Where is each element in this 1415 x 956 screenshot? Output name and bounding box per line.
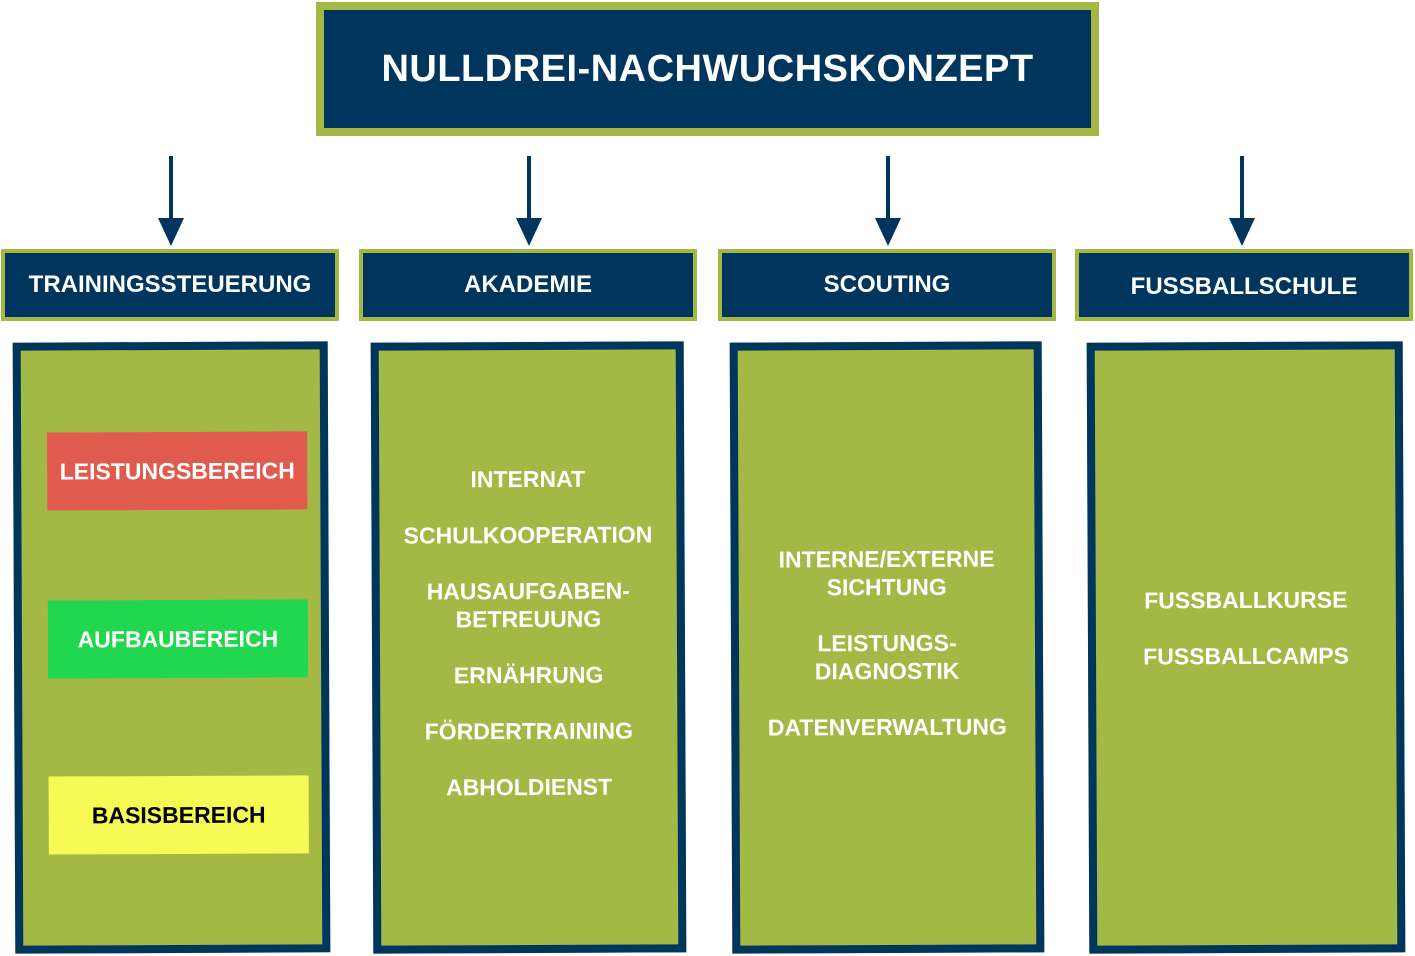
header-label: AKADEMIE bbox=[463, 271, 592, 298]
arrow-down-icon bbox=[158, 156, 184, 246]
header-label: FUSSBALLSCHULE bbox=[1130, 273, 1358, 300]
list-item: ERNÄHRUNG bbox=[453, 661, 604, 688]
panel-scouting: INTERNE/EXTERNE SICHTUNG LEISTUNGS- DIAG… bbox=[729, 341, 1045, 954]
header-trainingssteuerung: TRAININGSSTEUERUNG bbox=[1, 249, 339, 321]
list-item: FUSSBALLKURSE bbox=[1144, 586, 1348, 613]
list-item: INTERNE/EXTERNE SICHTUNG bbox=[778, 545, 995, 600]
arrow-down-icon bbox=[1229, 156, 1255, 246]
level-leistungsbereich: LEISTUNGSBEREICH bbox=[47, 431, 308, 511]
arrow-down-icon bbox=[875, 156, 901, 246]
level-aufbaubereich: AUFBAUBEREICH bbox=[47, 599, 309, 679]
arrow-down-icon bbox=[516, 156, 542, 246]
title-box: NULLDREI-NACHWUCHSKONZEPT bbox=[316, 2, 1099, 136]
list-item: SCHULKOOPERATION bbox=[403, 520, 653, 549]
list-item: DATENVERWALTUNG bbox=[767, 712, 1007, 741]
level-basisbereich: BASISBEREICH bbox=[48, 775, 309, 855]
level-label: AUFBAUBEREICH bbox=[77, 625, 279, 652]
panel-fussballschule: FUSSBALLKURSE FUSSBALLCAMPS bbox=[1086, 341, 1406, 954]
header-label: TRAININGSSTEUERUNG bbox=[28, 271, 312, 298]
header-scouting: SCOUTING bbox=[718, 249, 1056, 321]
title-text: NULLDREI-NACHWUCHSKONZEPT bbox=[381, 47, 1034, 90]
level-label: BASISBEREICH bbox=[91, 801, 266, 828]
panel-trainingssteuerung: LEISTUNGSBEREICH AUFBAUBEREICH BASISBERE… bbox=[12, 341, 331, 954]
list-item: ABHOLDIENST bbox=[445, 773, 613, 800]
list-item: FÖRDERTRAINING bbox=[424, 717, 634, 744]
list-item: HAUSAUFGABEN- BETREUUNG bbox=[426, 577, 630, 632]
header-akademie: AKADEMIE bbox=[359, 249, 697, 321]
list-item: LEISTUNGS- DIAGNOSTIK bbox=[814, 629, 960, 684]
level-label: LEISTUNGSBEREICH bbox=[59, 456, 295, 484]
list-item: FUSSBALLCAMPS bbox=[1143, 642, 1349, 669]
list-item: INTERNAT bbox=[470, 465, 586, 492]
header-label: SCOUTING bbox=[823, 271, 951, 298]
panel-akademie: INTERNAT SCHULKOOPERATION HAUSAUFGABEN- … bbox=[370, 341, 687, 954]
header-fussballschule: FUSSBALLSCHULE bbox=[1075, 249, 1413, 321]
